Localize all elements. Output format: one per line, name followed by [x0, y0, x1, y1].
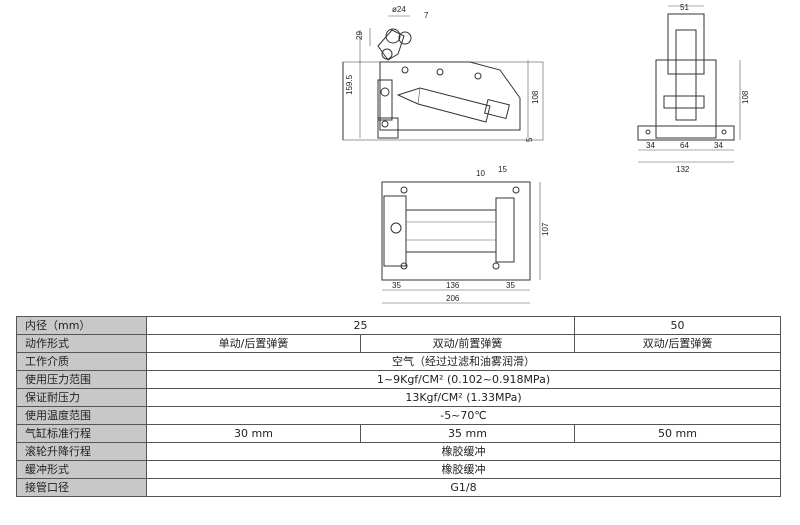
- table-cell: 单动/后置弹簧: [146, 334, 361, 353]
- dim-label: 34: [646, 141, 655, 150]
- table-row: 使用压力范围 1~9Kgf/CM² (0.102~0.918MPa): [16, 370, 781, 389]
- dim-label: 35: [392, 281, 401, 290]
- table-row: 气缸标准行程 30 mm 35 mm 50 mm: [16, 424, 781, 443]
- table-row: 滚轮升降行程 橡胶缓冲: [16, 442, 781, 461]
- table-cell: 橡胶缓冲: [146, 460, 781, 479]
- row-label: 内径（mm）: [16, 316, 147, 335]
- table-cell: 双动/前置弹簧: [360, 334, 575, 353]
- table-cell: 50: [574, 316, 781, 335]
- row-label: 动作形式: [16, 334, 147, 353]
- table-row: 保证耐压力 13Kgf/CM² (1.33MPa): [16, 388, 781, 407]
- dim-label: 159.5: [345, 74, 354, 95]
- dim-label: 132: [676, 165, 690, 174]
- top-view-drawing: 10 15 107 35 136 35 206: [381, 165, 550, 304]
- table-cell: 25: [146, 316, 575, 335]
- technical-drawings: ø24 7 29 159.5 108 5 51 108 34 64 34 132: [342, 3, 750, 304]
- dim-label: ø24: [392, 5, 406, 14]
- table-cell: 30 mm: [146, 424, 361, 443]
- dim-label: 108: [741, 90, 750, 104]
- table-row: 缓冲形式 橡胶缓冲: [16, 460, 781, 479]
- table-row: 内径（mm） 25 50: [16, 316, 781, 335]
- row-label: 接管口径: [16, 478, 147, 497]
- table-cell: 橡胶缓冲: [146, 442, 781, 461]
- table-cell: -5~70℃: [146, 406, 781, 425]
- dim-label: 29: [355, 31, 364, 40]
- table-cell: 35 mm: [360, 424, 575, 443]
- dim-label: 7: [424, 11, 429, 20]
- dim-label: 107: [541, 222, 550, 236]
- dim-label: 15: [498, 165, 507, 174]
- table-cell: 空气（经过过滤和油雾润滑）: [146, 352, 781, 371]
- spec-table: 内径（mm） 25 50 动作形式 单动/后置弹簧 双动/前置弹簧 双动/后置弹…: [16, 316, 781, 497]
- dim-label: 34: [714, 141, 723, 150]
- dim-label: 10: [476, 169, 485, 178]
- table-cell: 双动/后置弹簧: [574, 334, 781, 353]
- table-row: 使用温度范围 -5~70℃: [16, 406, 781, 425]
- dim-label: 5: [525, 137, 534, 142]
- row-label: 工作介质: [16, 352, 147, 371]
- table-cell: G1/8: [146, 478, 781, 497]
- end-view-drawing: 51 108 34 64 34 132: [637, 3, 750, 174]
- table-cell: 50 mm: [574, 424, 781, 443]
- row-label: 使用压力范围: [16, 370, 147, 389]
- dim-label: 64: [680, 141, 689, 150]
- row-label: 使用温度范围: [16, 406, 147, 425]
- table-row: 动作形式 单动/后置弹簧 双动/前置弹簧 双动/后置弹簧: [16, 334, 781, 353]
- dim-label: 35: [506, 281, 515, 290]
- dim-label: 206: [446, 294, 460, 303]
- row-label: 滚轮升降行程: [16, 442, 147, 461]
- side-view-drawing: ø24 7 29 159.5 108 5: [342, 5, 544, 142]
- dim-label: 51: [680, 3, 689, 12]
- table-cell: 13Kgf/CM² (1.33MPa): [146, 388, 781, 407]
- dim-label: 108: [531, 90, 540, 104]
- table-cell: 1~9Kgf/CM² (0.102~0.918MPa): [146, 370, 781, 389]
- row-label: 气缸标准行程: [16, 424, 147, 443]
- row-label: 缓冲形式: [16, 460, 147, 479]
- table-row: 工作介质 空气（经过过滤和油雾润滑）: [16, 352, 781, 371]
- dim-label: 136: [446, 281, 460, 290]
- table-row: 接管口径 G1/8: [16, 478, 781, 497]
- row-label: 保证耐压力: [16, 388, 147, 407]
